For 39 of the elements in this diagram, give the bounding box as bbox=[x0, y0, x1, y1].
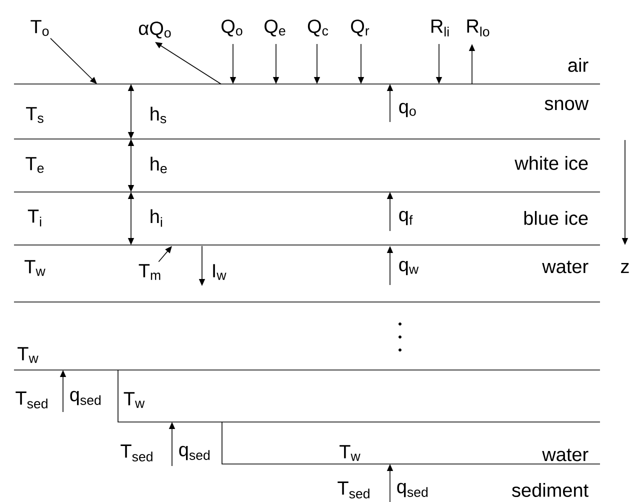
symbol-label: Q$_{r}$ bbox=[351, 20, 370, 36]
symbol-label: q$_{o}$ bbox=[399, 102, 416, 118]
layer-name: white ice bbox=[514, 156, 588, 170]
axis-label: z bbox=[621, 262, 629, 273]
symbol-label: R$_{lo}$ bbox=[467, 20, 490, 36]
layer-name: air bbox=[568, 58, 588, 72]
symbol-label: Q$_{c}$ bbox=[308, 20, 328, 36]
symbol-label: T$_{o}$ bbox=[30, 20, 49, 36]
symbol-label: I$_{w}$ bbox=[213, 264, 226, 280]
symbol-label: h$_{e}$ bbox=[150, 156, 167, 174]
symbol-label: R$_{li}$ bbox=[432, 20, 449, 36]
symbol-label: q$_{sed}$ bbox=[179, 446, 210, 460]
symbol-label: T$_{i}$ bbox=[28, 210, 42, 226]
symbol-label: T$_{s}$ bbox=[26, 107, 44, 123]
symbol-label: T$_{w}$ bbox=[18, 347, 38, 363]
symbol-label: T$_{w}$ bbox=[24, 260, 46, 276]
layer-name: water bbox=[542, 260, 588, 274]
symbol-label: q$_{f}$ bbox=[399, 210, 413, 226]
symbol-label: T$_{m}$ bbox=[138, 264, 160, 280]
leader-line bbox=[158, 246, 172, 262]
symbol-label: T$_{sed}$ bbox=[16, 392, 48, 408]
symbol-label: T$_{e}$ bbox=[26, 157, 44, 173]
symbol-label: q$_{w}$ bbox=[399, 260, 419, 276]
symbol-label: q$_{sed}$ bbox=[397, 482, 428, 498]
symbol-label: αQ$_{o}$ bbox=[138, 22, 171, 38]
layer-name: sediment bbox=[512, 483, 588, 497]
symbol-label: h$_{s}$ bbox=[150, 106, 166, 124]
symbol-label: T$_{sed}$ bbox=[338, 482, 370, 498]
layer-name: snow bbox=[544, 100, 589, 110]
symbol-label: T$_{w}$ bbox=[340, 445, 360, 461]
symbol-label: Q$_{o}$ bbox=[222, 20, 242, 36]
symbol-label: q$_{sed}$ bbox=[70, 390, 101, 406]
symbol-label: h$_{i}$ bbox=[150, 209, 162, 227]
symbol-label: T$_{w}$ bbox=[124, 392, 145, 408]
layer-name: water bbox=[542, 448, 588, 462]
symbol-label: Q$_{e}$ bbox=[264, 20, 286, 36]
layer-name: blue ice bbox=[524, 211, 588, 225]
leader-line bbox=[50, 38, 97, 84]
symbol-label: T$_{sed}$ bbox=[120, 444, 152, 462]
